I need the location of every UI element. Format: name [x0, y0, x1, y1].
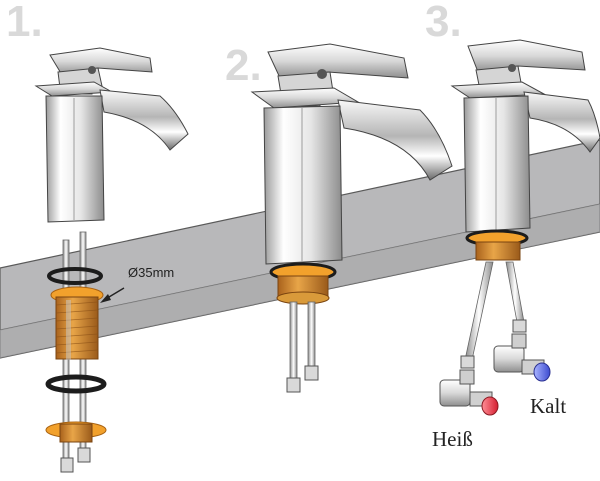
o-ring-lower	[45, 374, 107, 394]
hot-valve	[439, 369, 499, 416]
faucet-step-3	[439, 39, 600, 416]
cold-valve-cap	[533, 362, 551, 382]
hot-valve-cap	[481, 396, 499, 416]
cold-valve	[493, 333, 551, 382]
step-number-3: 3.	[425, 0, 462, 46]
threaded-stud	[55, 296, 99, 360]
supply-hoses-3	[460, 261, 527, 369]
hot-label: Heiß	[432, 427, 473, 451]
fixing-nut	[59, 423, 93, 443]
diameter-arrow	[100, 287, 125, 303]
faucet-handle-3	[467, 39, 586, 98]
diameter-label: Ø35mm	[128, 265, 174, 280]
step-number-1: 1.	[6, 0, 43, 46]
faucet-step-2	[250, 43, 453, 393]
step-number-2: 2.	[225, 41, 262, 90]
faucet-step-1	[34, 47, 189, 473]
threaded-stud	[475, 241, 521, 261]
cold-label: Kalt	[530, 394, 566, 418]
o-ring-upper	[47, 267, 103, 285]
